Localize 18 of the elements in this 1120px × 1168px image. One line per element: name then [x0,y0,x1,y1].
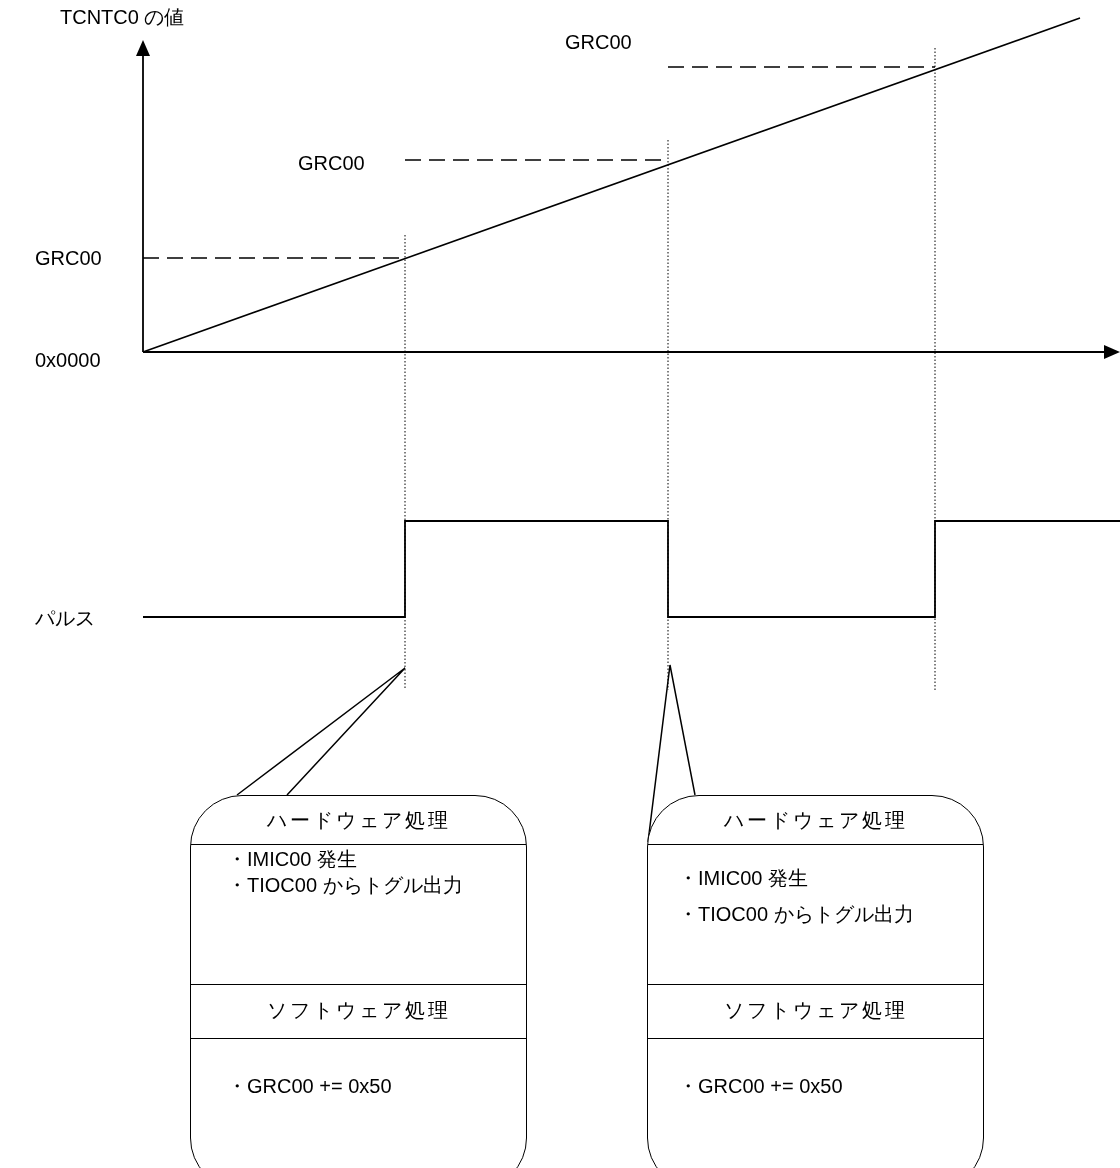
bullet-item: ・TIOC00 からトグル出力 [227,873,464,898]
signal-label: パルス [35,607,95,629]
value-label: 0x0000 [35,349,101,371]
section-heading: ハードウェア処理 [722,807,909,833]
bullet-item: ・IMIC00 発生 [227,847,359,872]
bullet-item: ・GRC00 += 0x50 [678,1074,844,1099]
bullet-item: ・TIOC00 からトグル出力 [678,902,915,927]
section-heading: ソフトウェア処理 [722,997,909,1023]
callout-box [647,795,984,1168]
value-label: GRC00 [298,152,365,174]
value-label: GRC00 [565,31,632,53]
section-heading: ソフトウェア処理 [265,997,452,1023]
bullet-item: ・GRC00 += 0x50 [227,1074,393,1099]
section-heading: ハードウェア処理 [265,807,452,833]
value-label: GRC00 [35,247,102,269]
callout-box [190,795,527,1168]
bullet-item: ・IMIC00 発生 [678,866,810,891]
axis-title: TCNTC0 の値 [60,6,185,28]
